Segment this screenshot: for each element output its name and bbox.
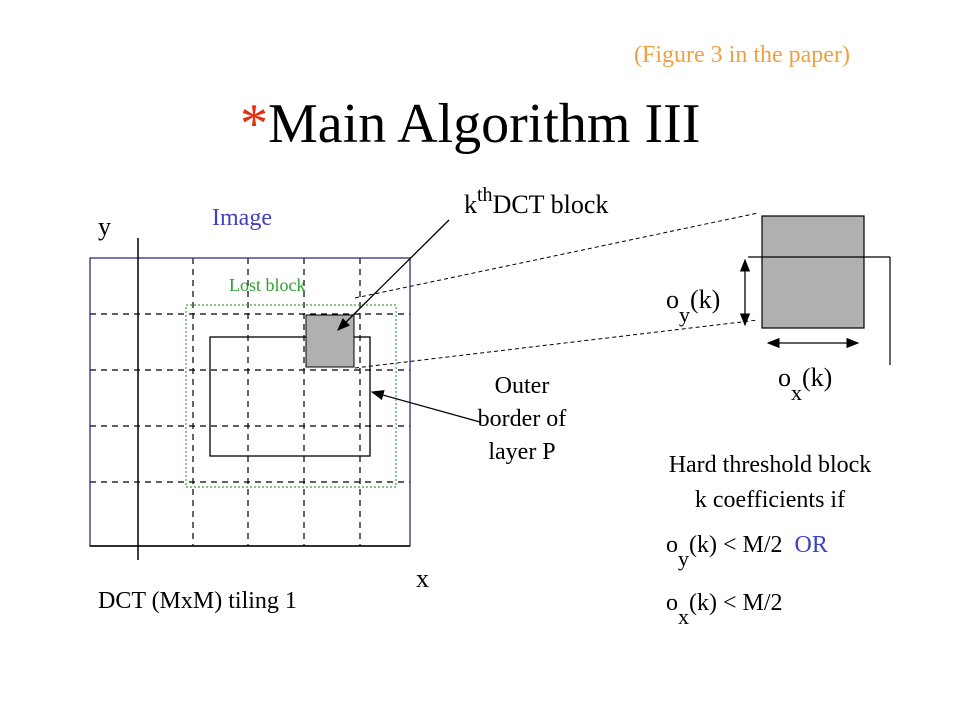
ox-o: o: [778, 363, 791, 392]
kth-k: k: [464, 190, 477, 219]
outer-border-label: Outer border of layer P: [454, 370, 590, 469]
cond1-o: o: [666, 532, 678, 558]
cond2-rest: (k) < M/2: [689, 590, 783, 616]
cond1-rest: (k) < M/2: [689, 532, 783, 558]
page-title: *Main Algorithm III: [240, 92, 700, 156]
kth-block-arrow: [337, 219, 450, 331]
tiling-label: DCT (MxM) tiling 1: [98, 588, 297, 614]
oy-label: oy(k): [666, 285, 721, 327]
title-star: *: [240, 93, 268, 155]
ox-label: ox(k): [778, 363, 833, 405]
zoom-line-bottom: [354, 319, 759, 369]
title-text: Main Algorithm III: [268, 93, 701, 155]
outer-line-2: border of: [477, 406, 567, 432]
ox-rest: (k): [802, 363, 833, 392]
outer-line-3: layer P: [488, 439, 556, 465]
dct-tiling-grid: [90, 258, 410, 546]
kth-rest: DCT block: [492, 190, 609, 219]
oy-o: o: [666, 285, 679, 314]
figure-note: (Figure 3 in the paper): [634, 42, 850, 68]
outer-line-1: Outer: [494, 373, 550, 399]
condition-oy: oy(k) < M/2 OR: [666, 532, 828, 571]
ox-sub: x: [791, 380, 802, 405]
condition-ox: ox(k) < M/2: [666, 590, 783, 629]
hard-line-1: Hard threshold block: [668, 452, 872, 478]
zoomed-block: [761, 215, 865, 329]
zoom-line-top: [354, 212, 759, 299]
kth-dct-block-label: kthDCT block: [464, 184, 609, 220]
kth-sup: th: [477, 184, 493, 206]
outer-border-arrow: [370, 390, 481, 423]
hard-line-2: k coefficients if: [694, 487, 846, 513]
cond2-sub: x: [678, 604, 689, 629]
outer-border-layer-p: [209, 336, 371, 457]
axis-y-label: y: [98, 212, 111, 241]
lost-block-label: Lost block: [229, 275, 306, 295]
cond2-o: o: [666, 590, 678, 616]
cond1-or: OR: [794, 532, 828, 558]
axis-x-label: x: [416, 564, 429, 593]
lost-block: [305, 314, 355, 368]
oy-rest: (k): [690, 285, 721, 314]
layer-dotted-border: [185, 304, 397, 488]
hard-threshold-text: Hard threshold block k coefficients if: [620, 448, 920, 518]
cond1-sub: y: [678, 546, 689, 571]
oy-sub: y: [679, 302, 690, 327]
image-label: Image: [212, 205, 272, 231]
